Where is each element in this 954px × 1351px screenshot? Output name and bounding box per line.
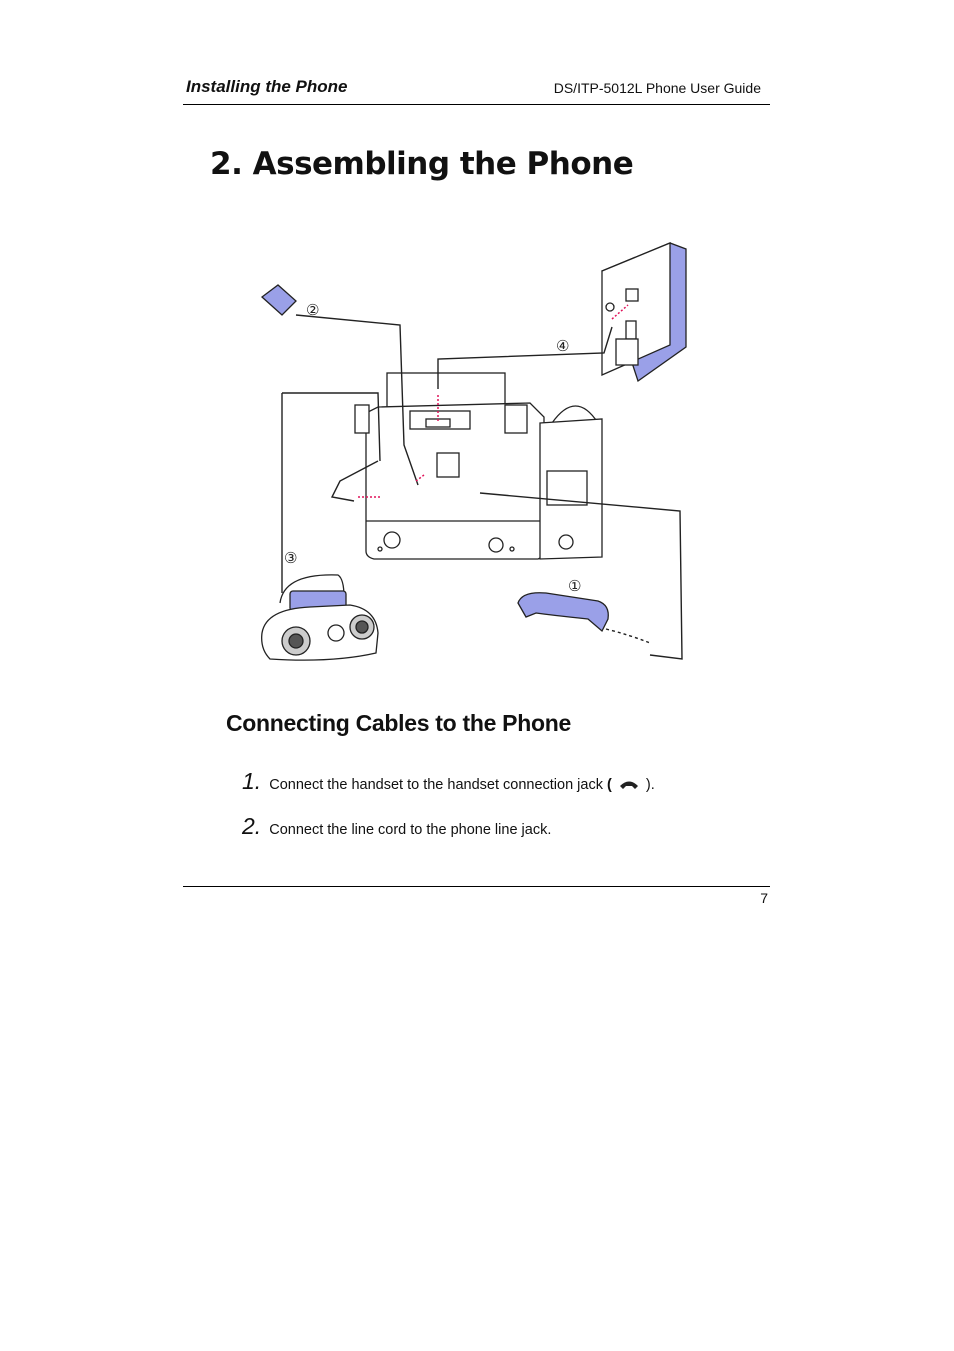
phone-base (354, 372, 545, 560)
handset (517, 592, 609, 633)
header-guide-title: DS/ITP-5012L Phone User Guide (553, 80, 761, 96)
page-number: 7 (760, 890, 768, 906)
computer-tower (601, 242, 687, 383)
connection-highlights (358, 304, 629, 498)
step-1: 1. Connect the handset to the handset co… (242, 768, 655, 795)
paren-close: ). (645, 777, 655, 793)
diagram-label-4: ④ (556, 337, 569, 355)
step-number: 1. (242, 768, 262, 794)
step-2: 2. Connect the line cord to the phone li… (242, 813, 551, 840)
header-divider (183, 104, 770, 105)
paren-open: ( (606, 777, 612, 793)
diagram-label-3: ③ (284, 549, 297, 567)
diagram-label-1: ① (568, 577, 581, 595)
step-text: Connect the handset to the handset conne… (269, 777, 603, 793)
page-title: 2. Assembling the Phone (210, 146, 634, 182)
step-text: Connect the line cord to the phone line … (269, 822, 552, 838)
power-adapter (260, 284, 297, 316)
footer-divider (183, 886, 770, 887)
assembly-diagram: ① ② ③ ④ (260, 242, 687, 661)
handset-jack-icon (619, 781, 638, 790)
step-number: 2. (242, 813, 262, 839)
expansion-module (539, 405, 603, 560)
header-section-title: Installing the Phone (186, 77, 348, 96)
cables (281, 314, 683, 660)
radio-device (261, 574, 379, 661)
section-heading: Connecting Cables to the Phone (226, 710, 571, 736)
diagram-label-2: ② (306, 301, 319, 319)
